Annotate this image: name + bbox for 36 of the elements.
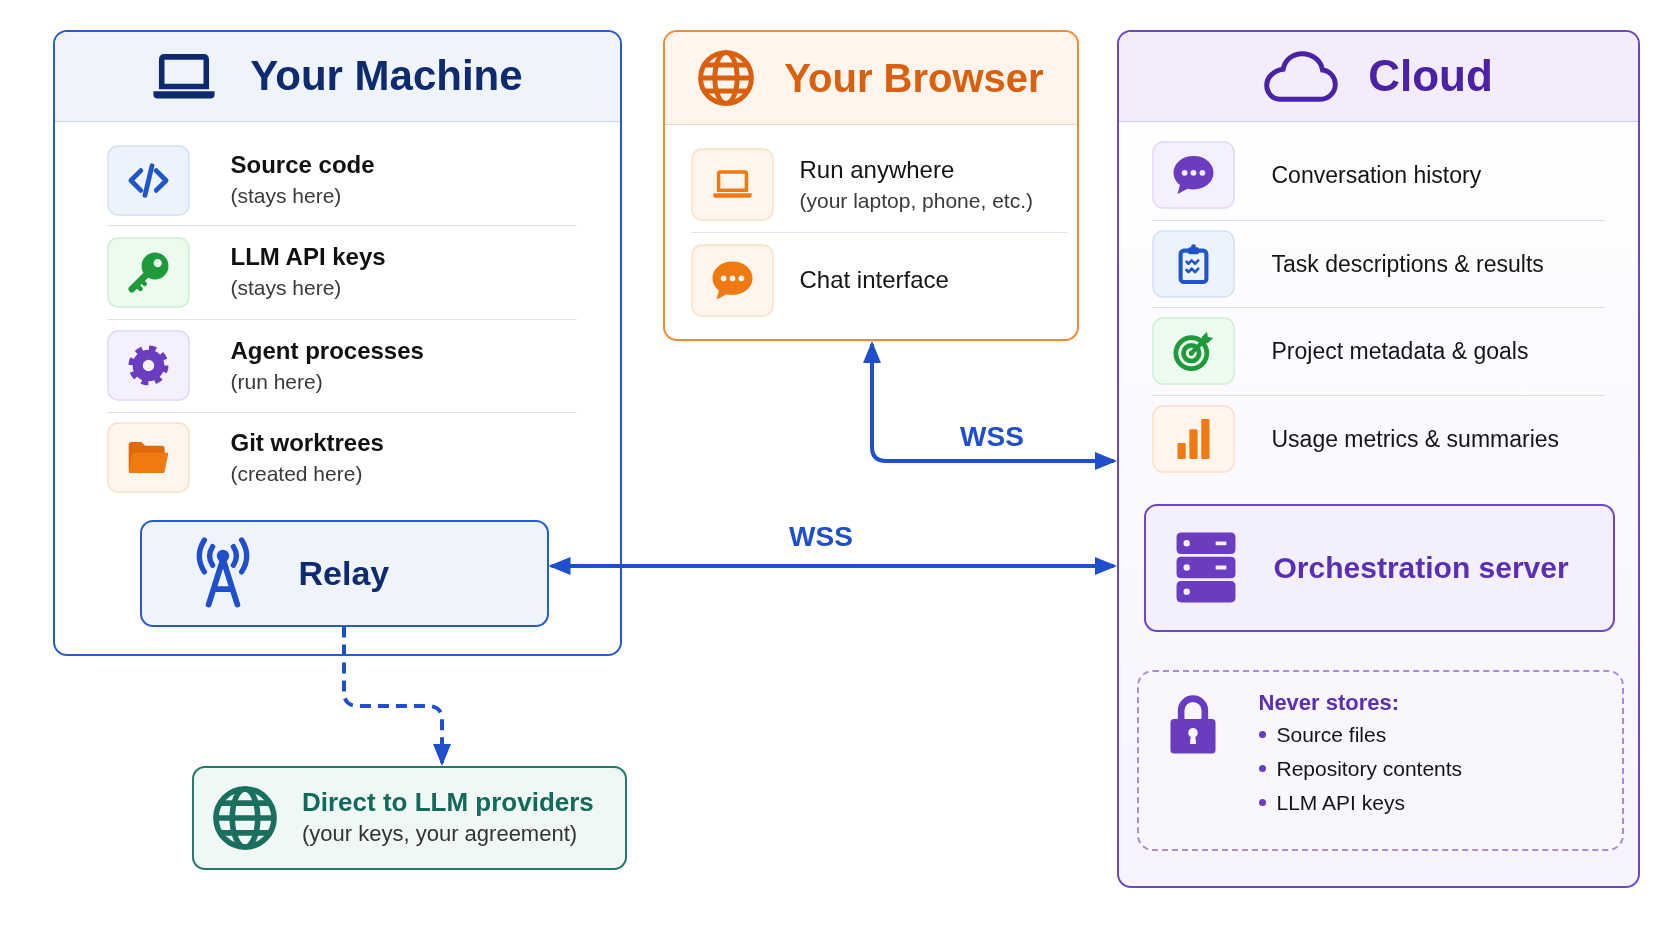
external-box <box>192 766 627 870</box>
item-title: Conversation history <box>1271 160 1482 190</box>
list-item: Source files <box>1276 721 1387 748</box>
list-item: LLM API keys <box>1276 789 1405 816</box>
item-note: (created here) <box>230 460 364 487</box>
note-heading: Never stores: <box>1258 688 1401 717</box>
panel-title: Your Machine <box>250 52 523 101</box>
panel-title: Your Browser <box>784 55 1044 101</box>
item-title: LLM API keys <box>230 242 386 272</box>
panel <box>1117 30 1640 888</box>
item-title: Task descriptions & results <box>1271 249 1544 279</box>
panel <box>53 30 622 656</box>
item-title: Source code <box>230 150 375 180</box>
dashed-arrow <box>342 626 451 766</box>
panel <box>663 30 1079 341</box>
item-note: (run here) <box>230 368 324 395</box>
server-box <box>1143 503 1615 632</box>
arrow <box>863 341 1117 470</box>
item-title: Agent processes <box>230 335 424 366</box>
arrow <box>548 557 1117 575</box>
item-note: (your keys, your agreement) <box>302 819 579 848</box>
item-title: Run anywhere <box>799 154 956 185</box>
box-title: Relay <box>298 552 390 594</box>
box-title: Direct to LLM providers <box>302 787 594 819</box>
relay-box <box>139 519 549 627</box>
box-title: Orchestration server <box>1273 549 1569 586</box>
item-title: Usage metrics & summaries <box>1271 424 1560 454</box>
item-title: Git worktrees <box>230 427 384 458</box>
list-item: Repository contents <box>1276 755 1463 782</box>
item-note: (stays here) <box>230 183 343 209</box>
note-box <box>1136 669 1624 851</box>
item-note: (your laptop, phone, etc.) <box>799 187 1033 214</box>
item-title: Chat interface <box>799 265 949 295</box>
panel-title: Cloud <box>1368 51 1493 102</box>
item-title: Project metadata & goals <box>1271 337 1529 366</box>
item-note: (stays here) <box>230 275 343 301</box>
